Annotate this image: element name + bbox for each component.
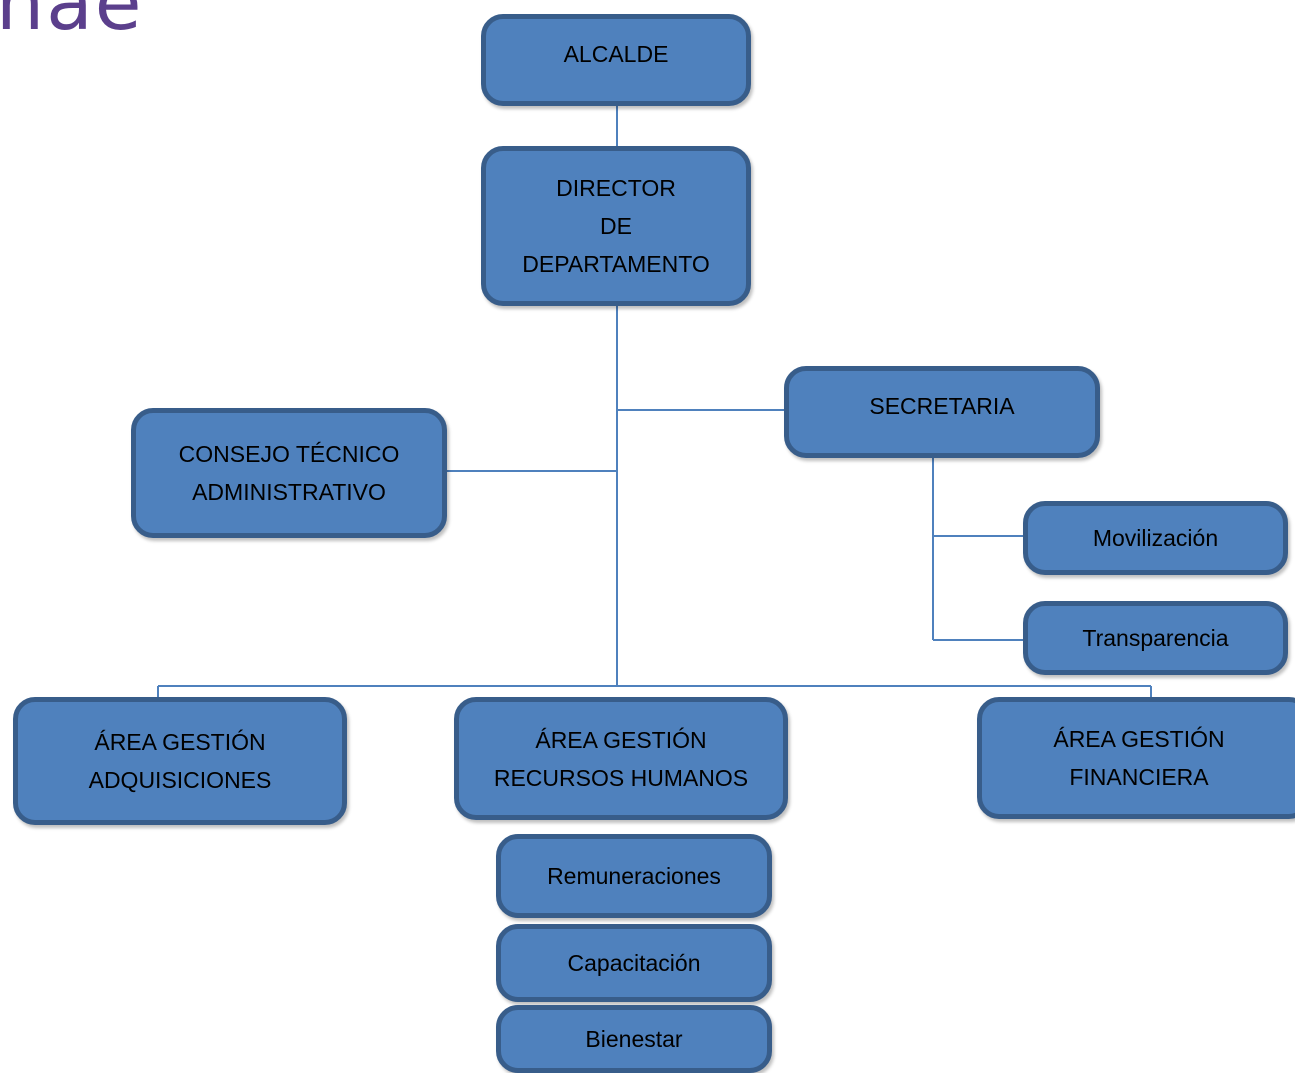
node-label: RECURSOS HUMANOS xyxy=(493,764,749,791)
node-secretaria: SECRETARIA xyxy=(784,366,1100,458)
node-movilizacion: Movilización xyxy=(1023,501,1288,575)
node-label: ADMINISTRATIVO xyxy=(192,479,386,505)
node-area-recursos-humanos: ÁREA GESTIÓN RECURSOS HUMANOS xyxy=(454,697,788,820)
node-area-financiera: ÁREA GESTIÓN FINANCIERA xyxy=(977,697,1295,819)
logo-text: nae xyxy=(0,0,144,47)
node-label: ADQUISICIONES xyxy=(88,767,272,793)
node-capacitacion: Capacitación xyxy=(496,924,772,1002)
node-label: Transparencia xyxy=(1082,625,1229,651)
node-label: DIRECTOR xyxy=(556,175,676,201)
node-area-adquisiciones: ÁREA GESTIÓN ADQUISICIONES xyxy=(13,697,347,825)
node-label: DEPARTAMENTO xyxy=(522,251,710,277)
node-label: Movilización xyxy=(1092,525,1219,551)
node-label: Capacitación xyxy=(567,950,701,976)
node-label: SECRETARIA xyxy=(869,393,1015,419)
node-label: ALCALDE xyxy=(563,41,669,67)
node-label: FINANCIERA xyxy=(1069,764,1209,790)
node-label: DE xyxy=(600,213,632,239)
node-label: Bienestar xyxy=(585,1026,683,1052)
node-label: ÁREA GESTIÓN xyxy=(535,726,707,753)
node-bienestar: Bienestar xyxy=(496,1005,772,1073)
node-label: ÁREA GESTIÓN xyxy=(1053,726,1225,752)
node-remuneraciones: Remuneraciones xyxy=(496,834,772,918)
node-label: ÁREA GESTIÓN xyxy=(94,729,266,755)
node-transparencia: Transparencia xyxy=(1023,601,1288,675)
node-label: CONSEJO TÉCNICO xyxy=(178,441,400,467)
node-alcalde: ALCALDE xyxy=(481,14,751,106)
node-consejo-tecnico: CONSEJO TÉCNICO ADMINISTRATIVO xyxy=(131,408,447,538)
node-label: Remuneraciones xyxy=(547,863,721,889)
node-director: DIRECTOR DE DEPARTAMENTO xyxy=(481,146,751,306)
